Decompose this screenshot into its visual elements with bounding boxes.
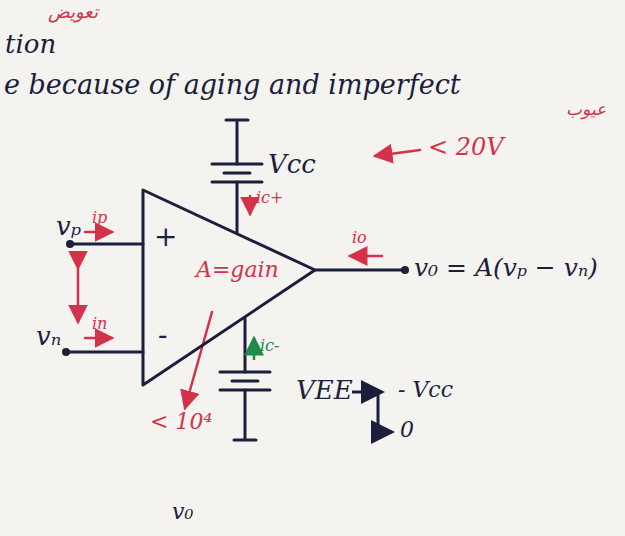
label-holder: 0 (400, 418, 414, 442)
label-holder: Vcc (268, 150, 316, 179)
supply-option: - Vcc (398, 377, 453, 402)
label-holder: vₙ (36, 322, 61, 351)
current-label: ic- (260, 336, 279, 355)
label-holder: < 10⁴ (150, 410, 212, 434)
label-holder: in (92, 314, 107, 333)
supply-label: VEE (296, 375, 353, 405)
pin-name: vₚ (56, 211, 81, 241)
heading-fragment: tion (5, 29, 56, 59)
pin-sign: + (154, 220, 177, 253)
gain-limit: < 10⁴ (150, 409, 212, 434)
label-holder: عيوب (566, 100, 606, 119)
note-text: e because of aging and imperfect (4, 69, 461, 100)
label-holder: - Vcc (398, 378, 453, 402)
node-text-holder: A=gain (196, 258, 279, 282)
pin-name: vₙ (36, 321, 61, 351)
label-holder: vₚ (56, 212, 81, 241)
current-label: io (352, 228, 367, 247)
supply-label: Vcc (268, 149, 316, 179)
pin-sign: - (158, 318, 167, 351)
label-holder: v₀ (172, 500, 193, 524)
arabic-note: عيوب (566, 99, 606, 119)
current-label: ip (92, 208, 107, 227)
gain-label: A=gain (196, 257, 279, 282)
label-holder: tion (5, 30, 56, 59)
voltage-limit: < 20V (428, 133, 504, 161)
node-text-holder: + (154, 222, 177, 253)
label-holder: < 20V (428, 134, 504, 160)
label-holder: v₀ = A(vₚ − vₙ) (414, 254, 598, 282)
node-text-holder: - (158, 320, 167, 351)
arabic-note: تعويض (48, 1, 98, 22)
label-holder: تعويض (48, 2, 98, 22)
label-holder: ic+ (256, 188, 283, 207)
label-holder: ip (92, 208, 107, 227)
current-label: in (92, 314, 107, 333)
label-holder: VEE (296, 376, 353, 405)
opamp-triangle: + A=gain - (140, 188, 318, 388)
output-equation: v₀ = A(vₚ − vₙ) (414, 253, 598, 282)
label-holder: e because of aging and imperfect (4, 70, 461, 100)
triangle-outline (140, 188, 318, 388)
label-holder: ic- (260, 336, 279, 355)
supply-option: 0 (400, 417, 414, 442)
current-label: ic+ (256, 188, 283, 207)
label-holder: io (352, 228, 367, 247)
signal-name: v₀ (172, 499, 193, 524)
